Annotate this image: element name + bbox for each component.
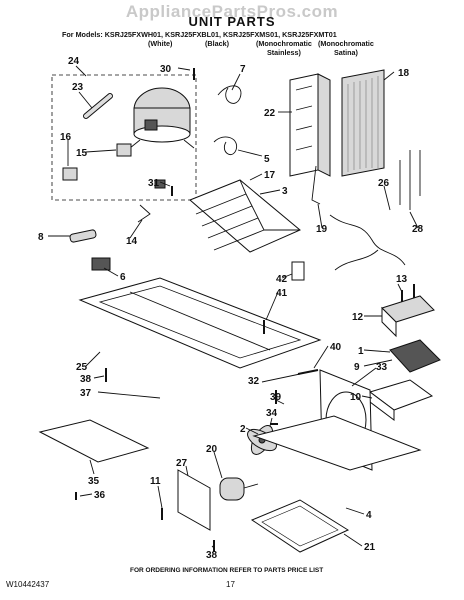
callout-28: 28: [412, 224, 424, 235]
base-frame-drawing: [78, 277, 322, 369]
callout-35: 35: [88, 476, 100, 487]
callout-19: 19: [316, 224, 328, 235]
callout-12: 12: [352, 312, 364, 323]
callout-27: 27: [176, 458, 188, 469]
screw-drawings: [75, 68, 415, 552]
tube-drawing: [213, 136, 238, 155]
callout-20: 20: [206, 444, 218, 455]
callout-30: 30: [160, 64, 172, 75]
callout-40: 40: [330, 342, 342, 353]
callout-39: 39: [270, 392, 282, 403]
callout-42: 42: [276, 274, 288, 285]
variant-white: (White): [148, 39, 173, 48]
callout-32: 32: [248, 376, 260, 387]
callout-numbers: 24 23 30 7 18 22 16 15 5 17 3 31 26 8 14…: [38, 56, 424, 561]
tube-drawing: [217, 85, 242, 104]
callout-7: 7: [240, 64, 246, 75]
page-number: 17: [226, 580, 235, 589]
callout-4: 4: [366, 510, 372, 521]
drain-pan-drawing: [250, 499, 350, 553]
document-id: W10442437: [6, 580, 50, 589]
callout-13: 13: [396, 274, 408, 285]
tube-drawing: [399, 150, 421, 210]
wire-harness-drawing: [329, 214, 406, 266]
relay-drawing: [62, 143, 166, 189]
fan-motor-drawing: [219, 477, 259, 501]
callout-33: 33: [376, 362, 388, 373]
callout-36: 36: [94, 490, 106, 501]
variant-black: (Black): [205, 39, 229, 48]
callout-15: 15: [76, 148, 88, 159]
callout-3: 3: [282, 186, 288, 197]
callout-41: 41: [276, 288, 288, 299]
condenser-drawing: [289, 73, 331, 177]
callout-16: 16: [60, 132, 72, 143]
drier-drawing: [83, 93, 113, 119]
callout-21: 21: [364, 542, 376, 553]
ordering-note: FOR ORDERING INFORMATION REFER TO PARTS …: [130, 567, 324, 574]
callout-38b: 38: [206, 550, 218, 561]
callout-24: 24: [68, 56, 80, 67]
page-title: UNIT PARTS: [188, 14, 276, 29]
callout-11: 11: [150, 476, 161, 487]
callout-9: 9: [354, 362, 360, 373]
callout-17: 17: [264, 170, 276, 181]
callout-26: 26: [378, 178, 390, 189]
callout-5: 5: [264, 154, 270, 165]
callout-34: 34: [266, 408, 278, 419]
compressor-drawing: [129, 87, 195, 149]
callout-14: 14: [126, 236, 138, 247]
cover-panel-drawing: [38, 419, 150, 463]
callout-2: 2: [240, 424, 246, 435]
callout-8: 8: [38, 232, 44, 243]
watermark: AppliancePartsPros.com: [125, 2, 339, 21]
callout-18: 18: [398, 68, 410, 79]
callout-38: 38: [80, 374, 92, 385]
callout-1: 1: [358, 346, 364, 357]
callout-6: 6: [120, 272, 126, 283]
compressor-group-box: [51, 74, 197, 201]
callout-10: 10: [350, 392, 362, 403]
callout-23: 23: [72, 82, 84, 93]
callout-37: 37: [80, 388, 92, 399]
callout-31: 31: [148, 178, 160, 189]
callout-22: 22: [264, 108, 276, 119]
leader-lines: [48, 65, 419, 549]
control-board-drawing: [368, 295, 441, 421]
callout-25: 25: [76, 362, 88, 373]
evaporator-drawing: [341, 69, 385, 177]
coil-drawing: [189, 179, 301, 253]
models-line: For Models: KSRJ25FXWH01, KSRJ25FXBL01, …: [62, 30, 337, 39]
